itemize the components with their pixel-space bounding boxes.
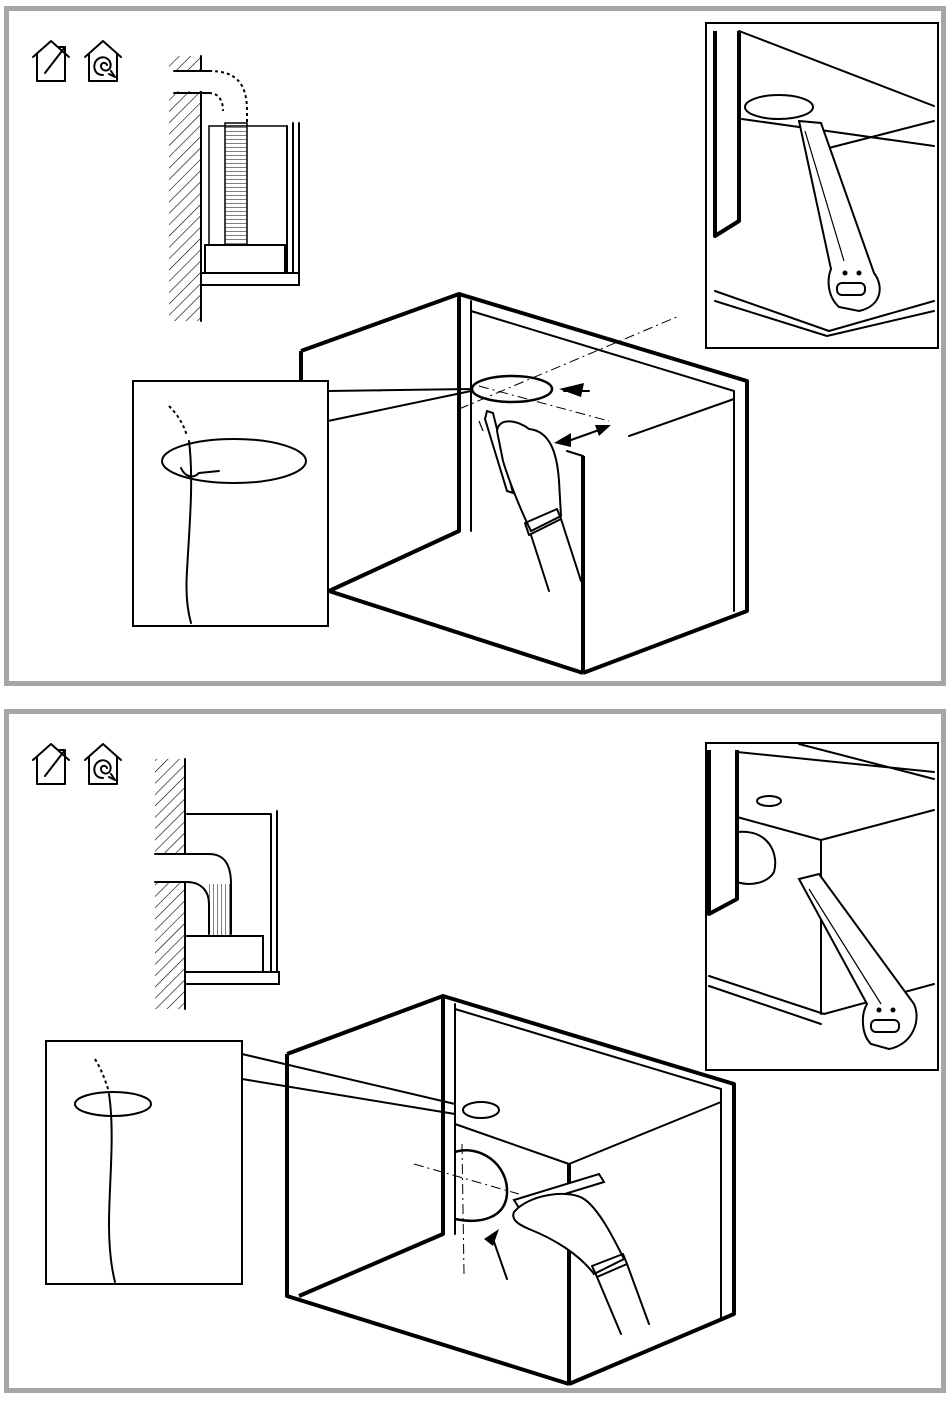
exhaust-mode-icon [33,744,69,784]
wall-cabinet [287,996,734,1384]
hole-detail-inset [133,381,471,626]
saw-cutting-inset [706,743,938,1070]
wall-section-diagram [169,56,299,321]
exhaust-mode-icon [33,41,69,81]
saw-cutting-inset [706,23,938,348]
installation-step-panel-top [4,6,946,686]
hole-detail-inset [46,1041,455,1284]
recirculation-mode-icon [85,744,121,784]
hand-with-pencil [513,1174,649,1334]
recirculation-mode-icon [85,41,121,81]
wall-section-diagram [155,759,279,1009]
installation-step-panel-bottom [4,709,946,1393]
